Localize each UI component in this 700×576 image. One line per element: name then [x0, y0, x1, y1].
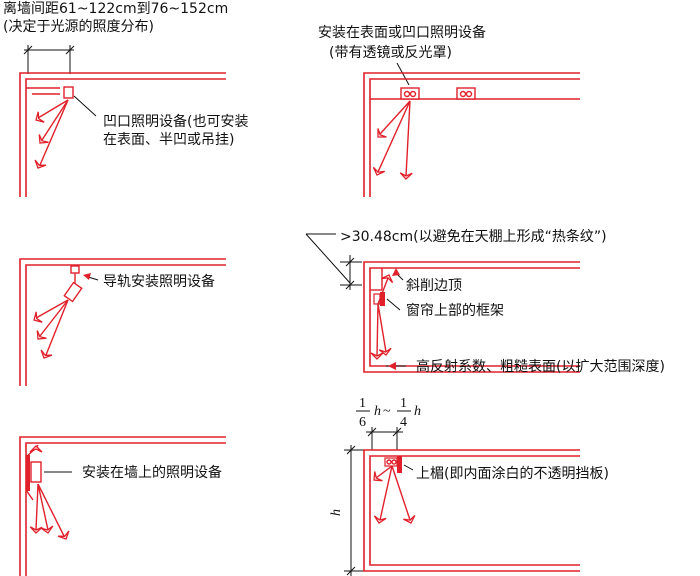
fraction-2-denominator: 4	[400, 415, 407, 430]
wall-fixture-label: 安装在墙上的照明设备	[82, 464, 222, 481]
room-outline	[19, 72, 226, 197]
light-rays	[370, 100, 413, 180]
beveled-edge-label: 斜削边顶	[406, 278, 462, 294]
curtain-frame-label: 窗帘上部的框架	[406, 302, 504, 319]
recessed-label: 凹口照明设备(也可安装	[103, 113, 248, 130]
recessed-label-2: 在表面、半凹或吊挂)	[103, 132, 234, 148]
leader-line	[73, 95, 97, 117]
ceiling-fixtures	[370, 87, 580, 100]
room-outline	[19, 436, 226, 576]
room-outline	[363, 261, 580, 373]
range-tilde: ~	[383, 404, 391, 419]
pointer-arrow-icon	[388, 362, 396, 370]
fascia-label: 上楣(即内面涂白的不透明挡板)	[416, 466, 609, 482]
track-label: 导轨安装照明设备	[103, 273, 215, 290]
pointer-arrow-icon	[392, 268, 400, 276]
fascia-depth-formula: 1 6 h ~ 1 4 h	[356, 396, 421, 430]
track-fixture	[63, 265, 83, 303]
cornice	[370, 268, 385, 306]
pointer-arrow-icon	[83, 273, 91, 280]
leader-line	[403, 464, 414, 471]
wall-distance-text: 离墙间距61~122cm到76~152cm	[3, 0, 228, 17]
height-dimension: h	[329, 445, 364, 576]
room-outline	[19, 258, 226, 386]
wall-distance-dimension	[23, 45, 75, 74]
fraction-1-numerator: 1	[359, 396, 366, 411]
panel-fascia: 1 6 h ~ 1 4 h h	[329, 396, 609, 576]
light-rays	[31, 99, 69, 172]
light-rays	[29, 444, 73, 543]
fraction-2-numerator: 1	[400, 396, 407, 411]
surface-label: 安装在表面或凹口照明设备	[318, 24, 486, 41]
panel-track-luminaire: 导轨安装照明设备	[19, 258, 226, 386]
clearance-label: >30.48cm(以避免在天棚上形成“热条纹”)	[340, 228, 607, 245]
light-rays	[30, 299, 69, 362]
light-rays	[369, 465, 418, 526]
recessed-fixture	[26, 86, 74, 99]
leader-line	[396, 62, 410, 86]
panel-surface-luminaire: 安装在表面或凹口照明设备 (带有透镜或反光罩)	[318, 24, 580, 197]
leader-line	[386, 298, 401, 311]
panel-valance: >30.48cm(以避免在天棚上形成“热条纹”)	[305, 228, 665, 375]
panel-wall-luminaire: 安装在墙上的照明设备	[19, 436, 226, 576]
room-outline	[363, 449, 580, 572]
fascia-depth-dimension	[366, 427, 403, 450]
fascia-board	[384, 456, 402, 473]
light-rays	[370, 272, 396, 360]
wall-distance-note: (决定于光源的照度分布)	[3, 19, 154, 35]
height-variable: h	[329, 509, 344, 516]
surface-label-2: (带有透镜或反光罩)	[329, 45, 452, 61]
variable-h: h	[414, 404, 421, 419]
panel-recessed-luminaire: 离墙间距61~122cm到76~152cm (决定于光源的照度分布)	[3, 0, 248, 197]
fraction-1-denominator: 6	[359, 415, 366, 430]
surface-finish-label: 高反射系数、粗糙表面(以扩大范围深度)	[416, 358, 665, 375]
variable-h: h	[374, 404, 381, 419]
clearance-dimension	[305, 233, 362, 290]
wall-fixture	[25, 447, 42, 501]
room-outline	[363, 72, 580, 197]
